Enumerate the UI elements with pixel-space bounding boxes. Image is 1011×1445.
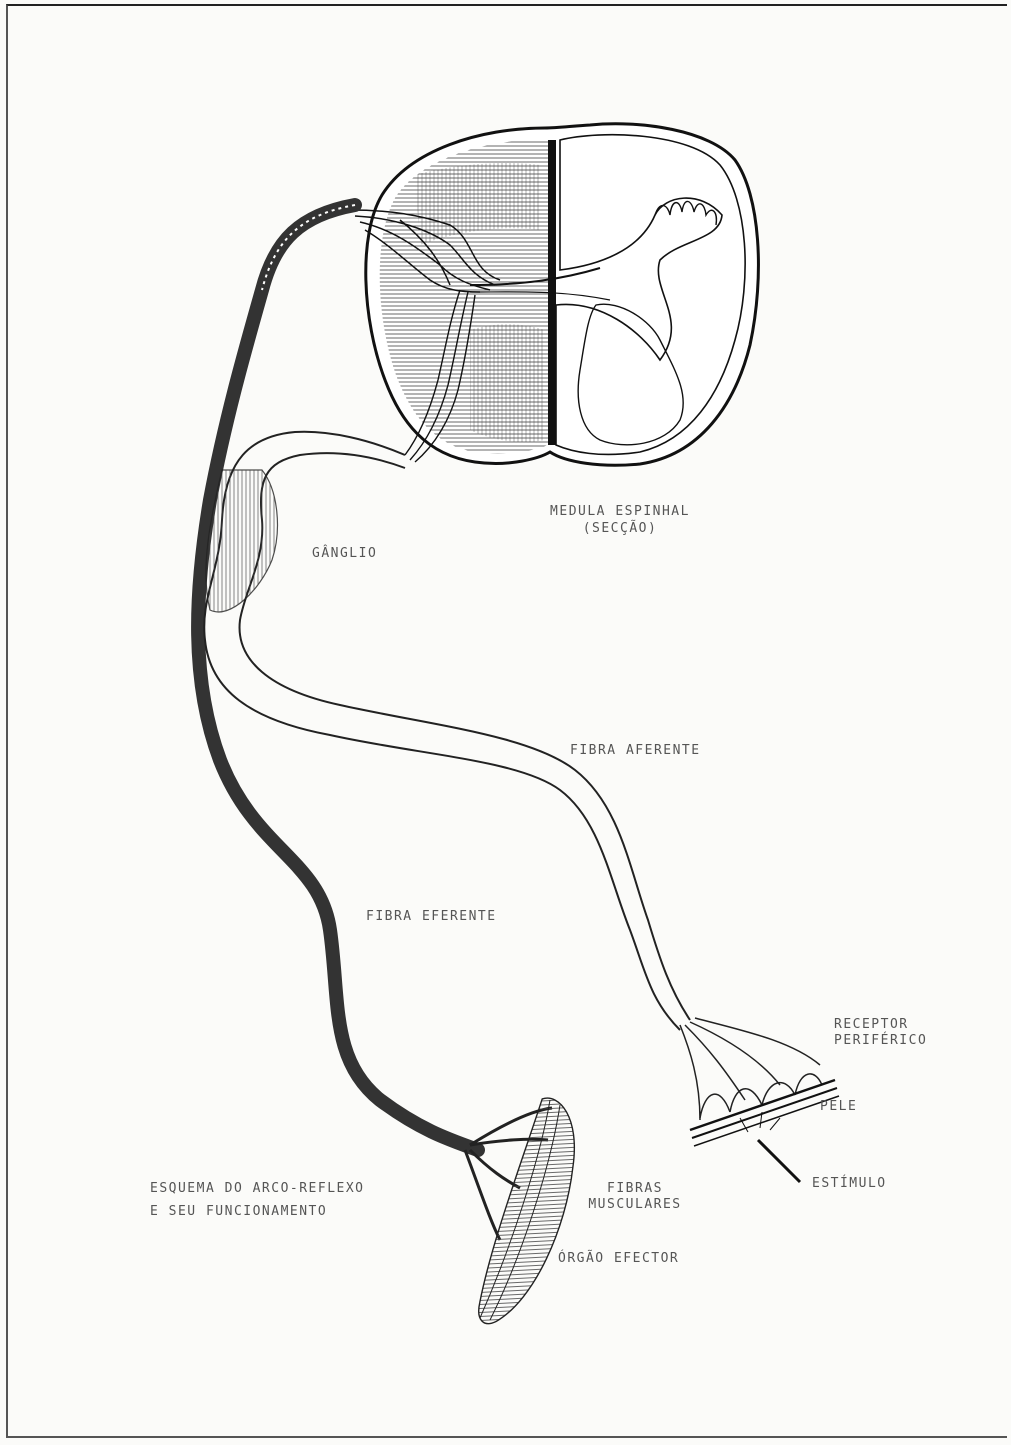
effector-organ-label: ÓRGÃO EFECTOR <box>558 1250 679 1267</box>
spinal-cord-section <box>366 124 759 465</box>
stimulus-label: ESTÍMULO <box>812 1175 887 1192</box>
caption-line2: E SEU FUNCIONAMENTO <box>150 1203 327 1220</box>
section-label: (SECÇÃO) <box>520 520 720 537</box>
muscle-fibers-label-line2: MUSCULARES <box>580 1196 690 1213</box>
skin-layer <box>690 1080 839 1146</box>
skin-label: PELE <box>820 1098 857 1115</box>
peripheral-receptor <box>680 1018 822 1120</box>
stimulus-arrow <box>740 1112 800 1182</box>
ganglion <box>206 470 278 612</box>
muscle-fibers-label-line1: FIBRAS <box>580 1180 690 1197</box>
spinal-cord-label: MEDULA ESPINHAL <box>520 503 720 520</box>
muscle-fibers <box>468 1097 584 1324</box>
caption-line1: ESQUEMA DO ARCO-REFLEXO <box>150 1180 365 1197</box>
receptor-label-line2: PERIFÉRICO <box>834 1032 927 1049</box>
afferent-fiber-label: FIBRA AFERENTE <box>570 742 701 759</box>
ganglion-label: GÂNGLIO <box>312 545 377 562</box>
receptor-label-line1: RECEPTOR <box>834 1016 909 1033</box>
efferent-fiber-label: FIBRA EFERENTE <box>366 908 497 925</box>
